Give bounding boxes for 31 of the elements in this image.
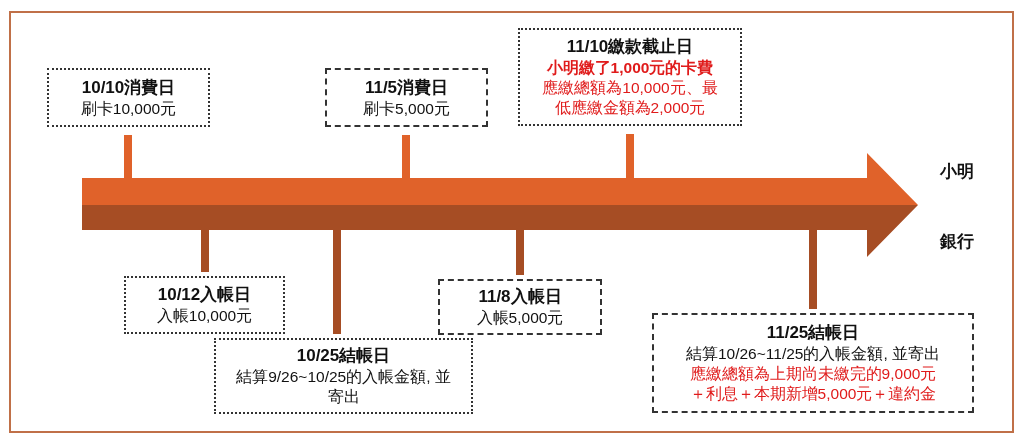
connector-line	[516, 230, 524, 275]
event-note: 入帳10,000元	[156, 306, 253, 326]
event-date: 11/8入帳日	[478, 286, 562, 308]
event-note: 小明繳了1,000元的卡費	[546, 58, 714, 78]
event-box	[438, 279, 602, 335]
event-box	[518, 28, 742, 126]
event-note: 入帳5,000元	[476, 308, 564, 328]
event-date: 10/25結帳日	[296, 345, 391, 367]
event-box	[124, 276, 285, 334]
event-date: 11/10繳款截止日	[566, 36, 694, 58]
event-box	[47, 68, 210, 127]
timeline-arrow	[82, 153, 918, 257]
event-note: 應繳總額為10,000元、最低應繳金額為2,000元	[541, 78, 719, 118]
event-box	[325, 68, 488, 127]
event-date: 10/10消費日	[81, 76, 176, 99]
connector-line	[124, 135, 132, 178]
event-note: 結算9/26~10/25的入帳金額, 並寄出	[236, 367, 451, 407]
event-note: 刷卡10,000元	[80, 98, 177, 119]
event-note: 結算10/26~11/25的入帳金額, 並寄出	[685, 344, 941, 364]
connector-line	[402, 135, 410, 178]
party-label: 小明	[940, 161, 974, 183]
event-date: 10/12入帳日	[157, 284, 252, 306]
event-box	[652, 313, 974, 413]
event-note: 應繳總額為上期尚未繳完的9,000元＋利息＋本期新增5,000元＋違約金	[688, 364, 938, 404]
connector-line	[201, 230, 209, 272]
event-date: 11/25結帳日	[766, 322, 860, 344]
party-label: 銀行	[940, 231, 974, 253]
event-note: 刷卡5,000元	[363, 98, 450, 119]
connector-line	[626, 134, 634, 178]
event-box	[214, 338, 473, 414]
event-date: 11/5消費日	[364, 76, 449, 99]
